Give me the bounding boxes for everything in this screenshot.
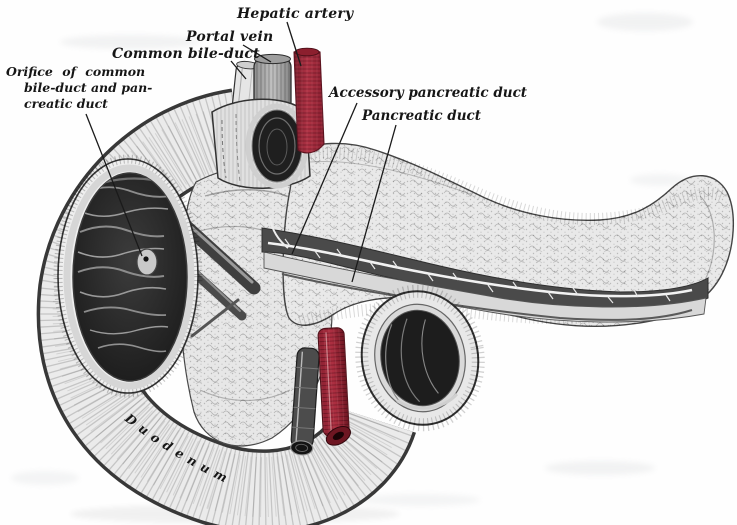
label-portal-vein: Portal vein [185,29,273,45]
accessory-pancreatic-duct-line [269,217,289,249]
hepatic-artery-tube [293,47,325,154]
label-accessory-pancreatic-duct: Accessory pancreatic duct [327,85,528,101]
opened-duodenum-window [53,154,203,398]
label-orifice-line2: bile-duct and pan- [24,80,152,95]
leader-portal-vein [242,44,272,63]
duct-branches [284,238,671,304]
leader-common-bile-duct [230,60,247,80]
label-common-bile-duct: Common bile-duct [112,46,260,62]
label-orifice: Orifice of common bile-duct and pan- cre… [6,64,157,111]
pancreatic-duct-groove [261,217,709,323]
duodenum-superior-cut-tube [211,98,311,189]
leader-hepatic-artery [286,21,302,67]
page-bleedthrough-smudges [11,13,693,506]
pancreatic-duct-line [267,241,693,298]
label-orifice-line1: Orifice of common [6,64,145,79]
label-hepatic-artery: Hepatic artery [236,6,354,22]
label-orifice-line3: creatic duct [24,96,108,111]
leader-lines [85,21,397,283]
leader-accessory-duct [291,102,358,255]
superior-mesenteric-vein-tube [290,347,320,456]
superior-mesenteric-artery-tube [317,327,351,446]
jejunum-cut-ring [355,284,485,432]
duodenal-papilla [136,248,158,276]
label-pancreatic-duct: Pancreatic duct [361,108,482,124]
leader-pancreatic-duct [351,124,397,283]
leader-orifice [85,113,143,257]
